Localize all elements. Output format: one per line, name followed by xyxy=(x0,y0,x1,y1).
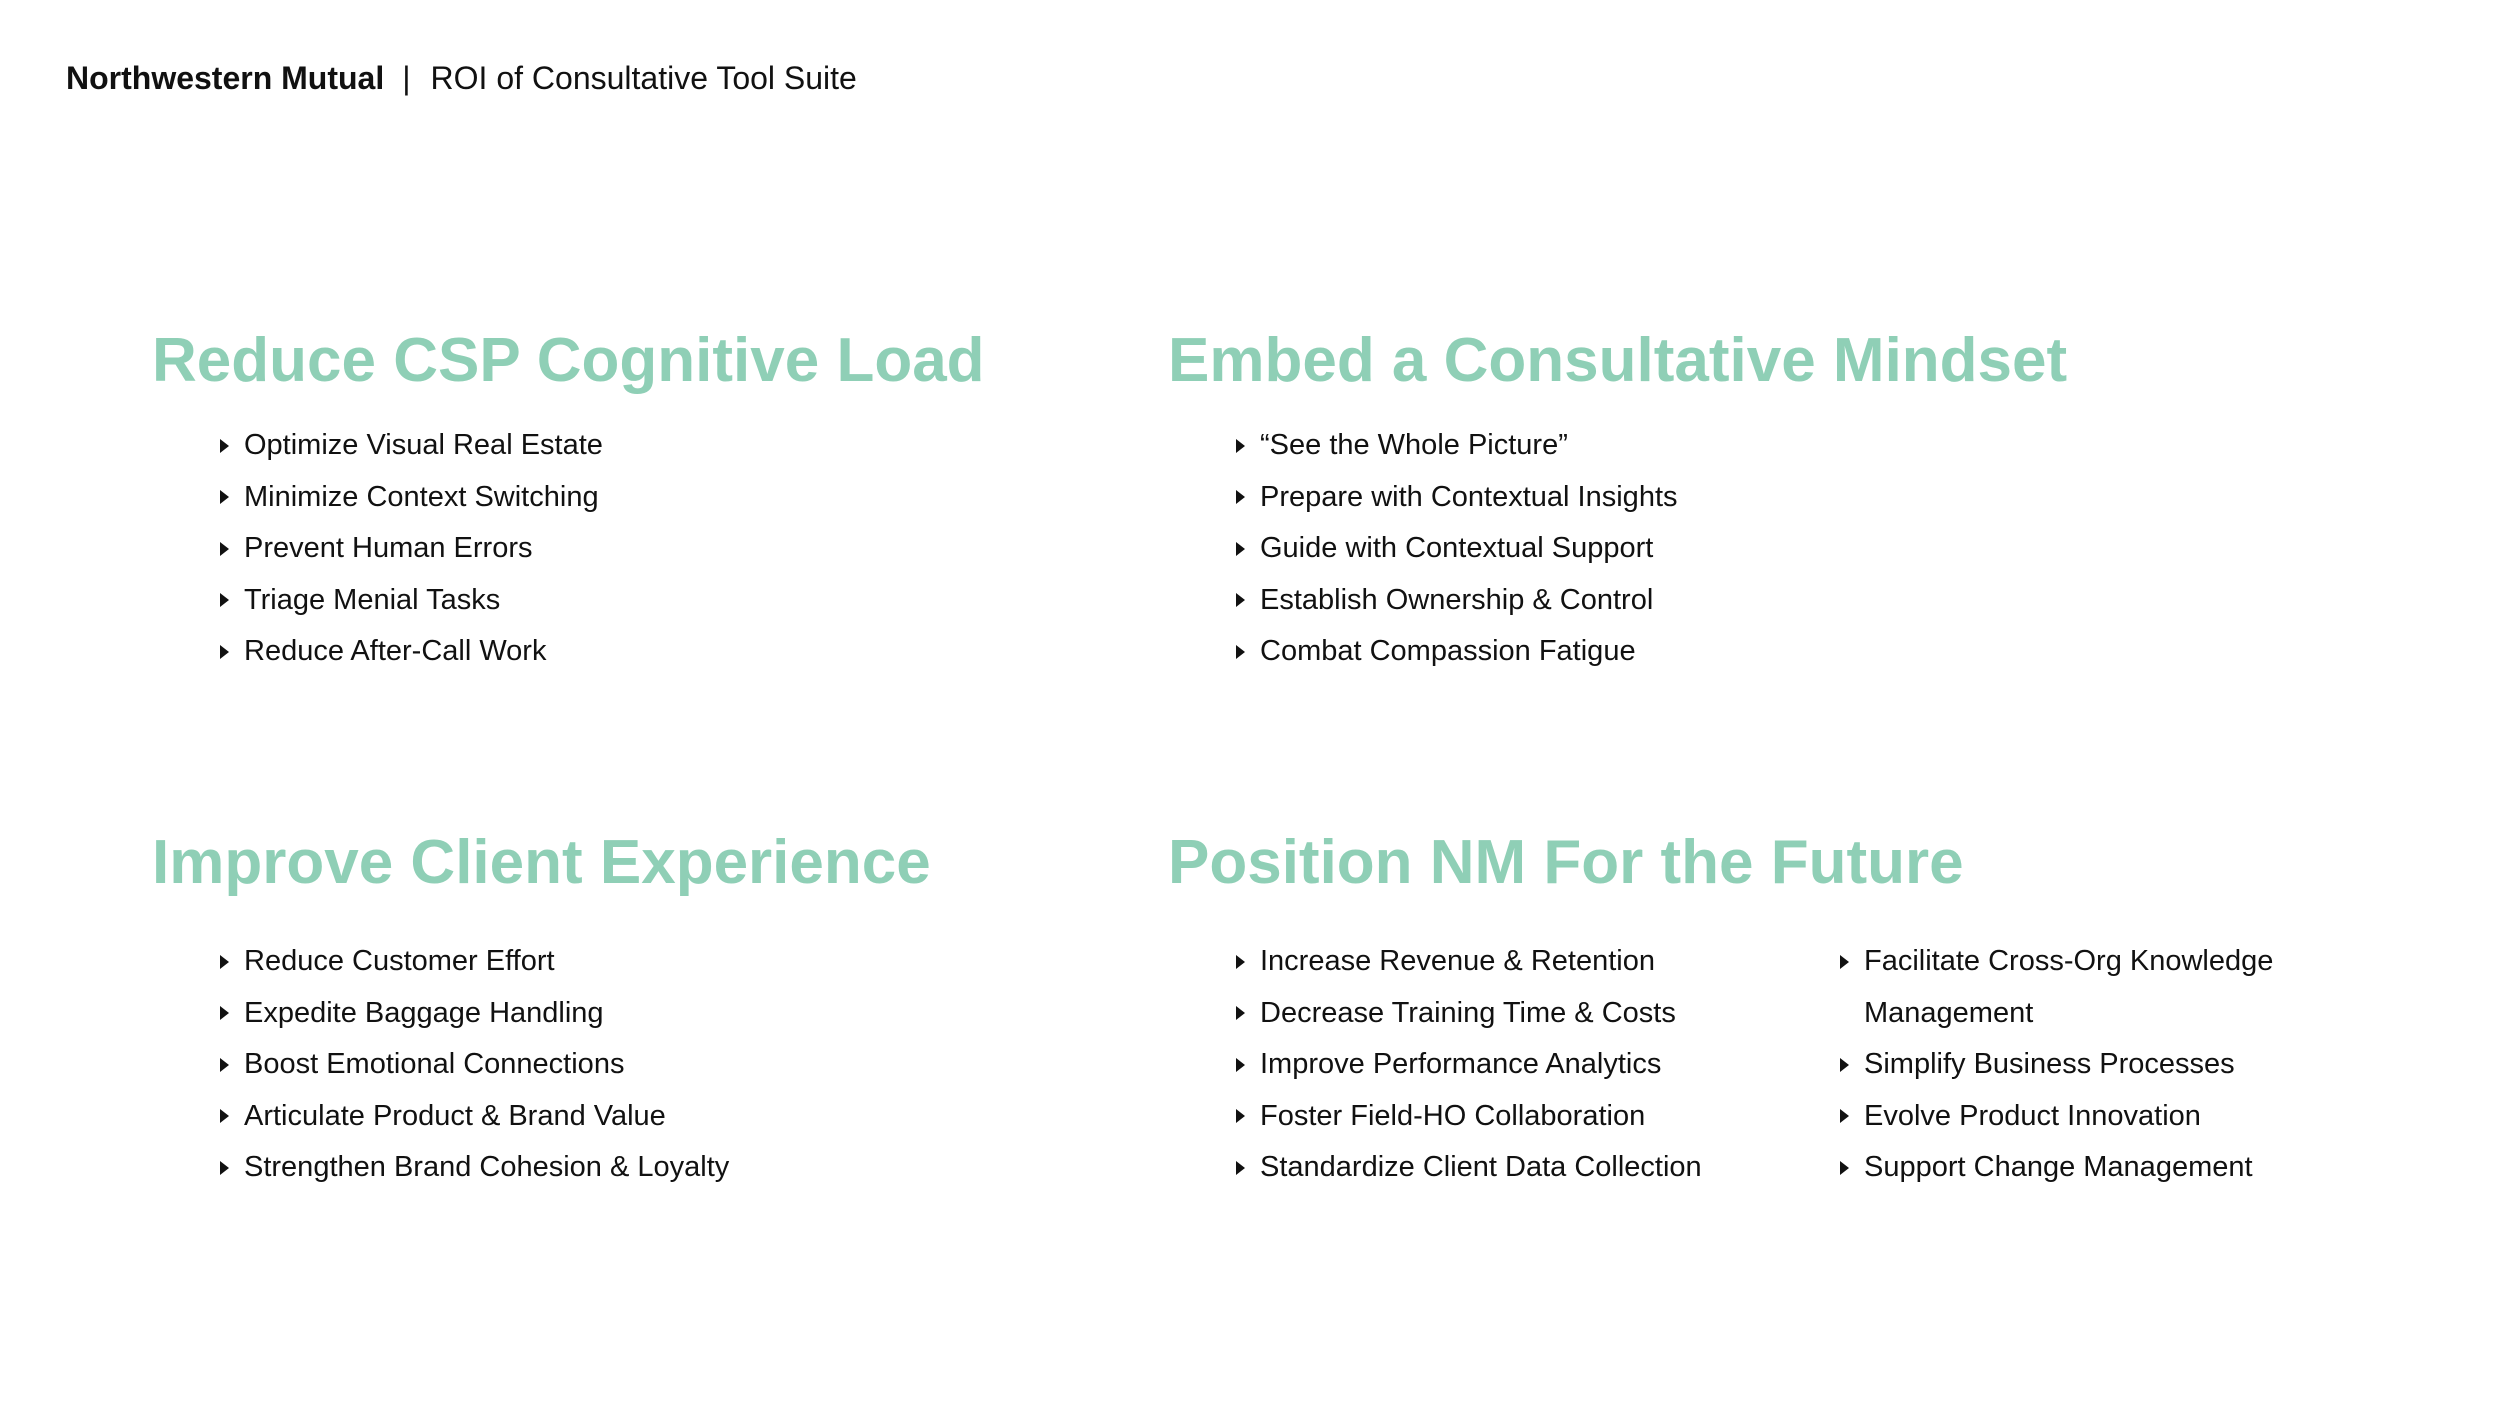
list-item: Support Change Management xyxy=(1840,1142,2300,1194)
list-item: Reduce Customer Effort xyxy=(220,936,729,988)
triangle-right-icon xyxy=(220,490,229,505)
list-item: Prepare with Contextual Insights xyxy=(1236,472,1678,524)
list-item-label: Establish Ownership & Control xyxy=(1260,583,1654,616)
list-item-label: Minimize Context Switching xyxy=(244,480,599,513)
list-item-label: Simplify Business Processes xyxy=(1864,1048,2235,1080)
triangle-right-icon xyxy=(220,1109,229,1124)
list-item-label: Guide with Contextual Support xyxy=(1260,532,1654,564)
triangle-right-icon xyxy=(220,1160,229,1175)
triangle-right-icon xyxy=(1840,1160,1849,1175)
section-position-nm-future: Position NM For the Future Increase Reve… xyxy=(1168,824,2273,1183)
list-item: Establish Ownership & Control xyxy=(1236,575,1678,627)
list-item-label: “See the Whole Picture” xyxy=(1260,429,1568,461)
section-title: Embed a Consultative Mindset xyxy=(1168,326,2068,395)
section-embed-consultative-mindset: Embed a Consultative Mindset “See the Wh… xyxy=(1168,322,2068,667)
triangle-right-icon xyxy=(220,644,229,659)
list-item-label: Support Change Management xyxy=(1864,1151,2253,1183)
list-item: Minimize Context Switching xyxy=(220,472,603,524)
list-item: Decrease Training Time & Costs xyxy=(1236,988,1702,1040)
list-item: Increase Revenue & Retention xyxy=(1236,936,1702,988)
triangle-right-icon xyxy=(220,1057,229,1072)
list-item-label: Strengthen Brand Cohesion & Loyalty xyxy=(244,1151,730,1183)
bullet-list: “See the Whole Picture” Prepare with Con… xyxy=(1236,420,1678,678)
list-item-label: Triage Menial Tasks xyxy=(244,583,501,616)
list-item-label: Combat Compassion Fatigue xyxy=(1260,635,1636,667)
list-item: Strengthen Brand Cohesion & Loyalty xyxy=(220,1142,729,1194)
list-item-label: Optimize Visual Real Estate xyxy=(244,429,603,461)
triangle-right-icon xyxy=(220,1006,229,1021)
bullet-list: Reduce Customer Effort Expedite Baggage … xyxy=(220,936,729,1194)
list-item: Reduce After-Call Work xyxy=(220,626,603,678)
page-header: Northwestern Mutual | ROI of Consultative … xyxy=(66,56,857,100)
bullet-list: Optimize Visual Real Estate Minimize Con… xyxy=(220,420,603,678)
list-item: Facilitate Cross-Org Knowledge Managemen… xyxy=(1840,936,2300,1039)
list-item-label: Improve Performance Analytics xyxy=(1260,1048,1662,1080)
list-item: Optimize Visual Real Estate xyxy=(220,420,603,472)
list-item-label: Prepare with Contextual Insights xyxy=(1260,480,1678,513)
triangle-right-icon xyxy=(220,954,229,969)
list-item-label: Reduce After-Call Work xyxy=(244,635,547,667)
deck-subtitle: ROI of Consultative Tool Suite xyxy=(430,60,857,96)
triangle-right-icon xyxy=(1840,1109,1849,1124)
list-item: Standardize Client Data Collection xyxy=(1236,1142,1702,1194)
list-item: Evolve Product Innovation xyxy=(1840,1091,2300,1143)
list-item: Prevent Human Errors xyxy=(220,523,603,575)
triangle-right-icon xyxy=(1236,593,1245,608)
list-item-label: Decrease Training Time & Costs xyxy=(1260,996,1676,1029)
list-item-label: Expedite Baggage Handling xyxy=(244,996,604,1029)
triangle-right-icon xyxy=(1236,1160,1245,1175)
brand-name: Northwestern Mutual xyxy=(66,60,385,96)
list-item: Expedite Baggage Handling xyxy=(220,988,729,1040)
triangle-right-icon xyxy=(220,541,229,556)
triangle-right-icon xyxy=(1236,1006,1245,1021)
triangle-right-icon xyxy=(1236,644,1245,659)
list-item: Simplify Business Processes xyxy=(1840,1039,2300,1091)
triangle-right-icon xyxy=(1236,954,1245,969)
list-item-label: Boost Emotional Connections xyxy=(244,1048,625,1080)
section-reduce-cognitive-load: Reduce CSP Cognitive Load Optimize Visua… xyxy=(152,322,985,667)
bullet-list-column-2: Facilitate Cross-Org Knowledge Managemen… xyxy=(1840,936,2300,1194)
list-item: “See the Whole Picture” xyxy=(1236,420,1678,472)
triangle-right-icon xyxy=(1236,438,1245,453)
list-item-label: Evolve Product Innovation xyxy=(1864,1099,2201,1132)
list-item-label: Foster Field-HO Collaboration xyxy=(1260,1099,1646,1132)
section-title: Reduce CSP Cognitive Load xyxy=(152,326,985,395)
section-title: Improve Client Experience xyxy=(152,828,931,897)
list-item-label: Increase Revenue & Retention xyxy=(1260,945,1655,977)
triangle-right-icon xyxy=(1840,1057,1849,1072)
list-item: Triage Menial Tasks xyxy=(220,575,603,627)
list-item: Improve Performance Analytics xyxy=(1236,1039,1702,1091)
header-separator: | xyxy=(402,60,411,96)
list-item: Guide with Contextual Support xyxy=(1236,523,1678,575)
list-item: Combat Compassion Fatigue xyxy=(1236,626,1678,678)
list-item-label: Reduce Customer Effort xyxy=(244,945,555,977)
list-item-label: Prevent Human Errors xyxy=(244,532,533,564)
list-item-label: Facilitate Cross-Org Knowledge Managemen… xyxy=(1864,945,2274,1029)
triangle-right-icon xyxy=(1236,541,1245,556)
triangle-right-icon xyxy=(1236,1057,1245,1072)
triangle-right-icon xyxy=(1236,490,1245,505)
list-item-label: Articulate Product & Brand Value xyxy=(244,1099,666,1132)
list-item: Foster Field-HO Collaboration xyxy=(1236,1091,1702,1143)
triangle-right-icon xyxy=(1840,954,1849,969)
list-item: Articulate Product & Brand Value xyxy=(220,1091,729,1143)
section-title: Position NM For the Future xyxy=(1168,828,1964,897)
list-item: Boost Emotional Connections xyxy=(220,1039,729,1091)
section-improve-client-experience: Improve Client Experience Reduce Custome… xyxy=(152,824,931,1183)
triangle-right-icon xyxy=(220,593,229,608)
list-item-label: Standardize Client Data Collection xyxy=(1260,1151,1702,1183)
triangle-right-icon xyxy=(1236,1109,1245,1124)
triangle-right-icon xyxy=(220,438,229,453)
bullet-list-column-1: Increase Revenue & Retention Decrease Tr… xyxy=(1236,936,1702,1194)
